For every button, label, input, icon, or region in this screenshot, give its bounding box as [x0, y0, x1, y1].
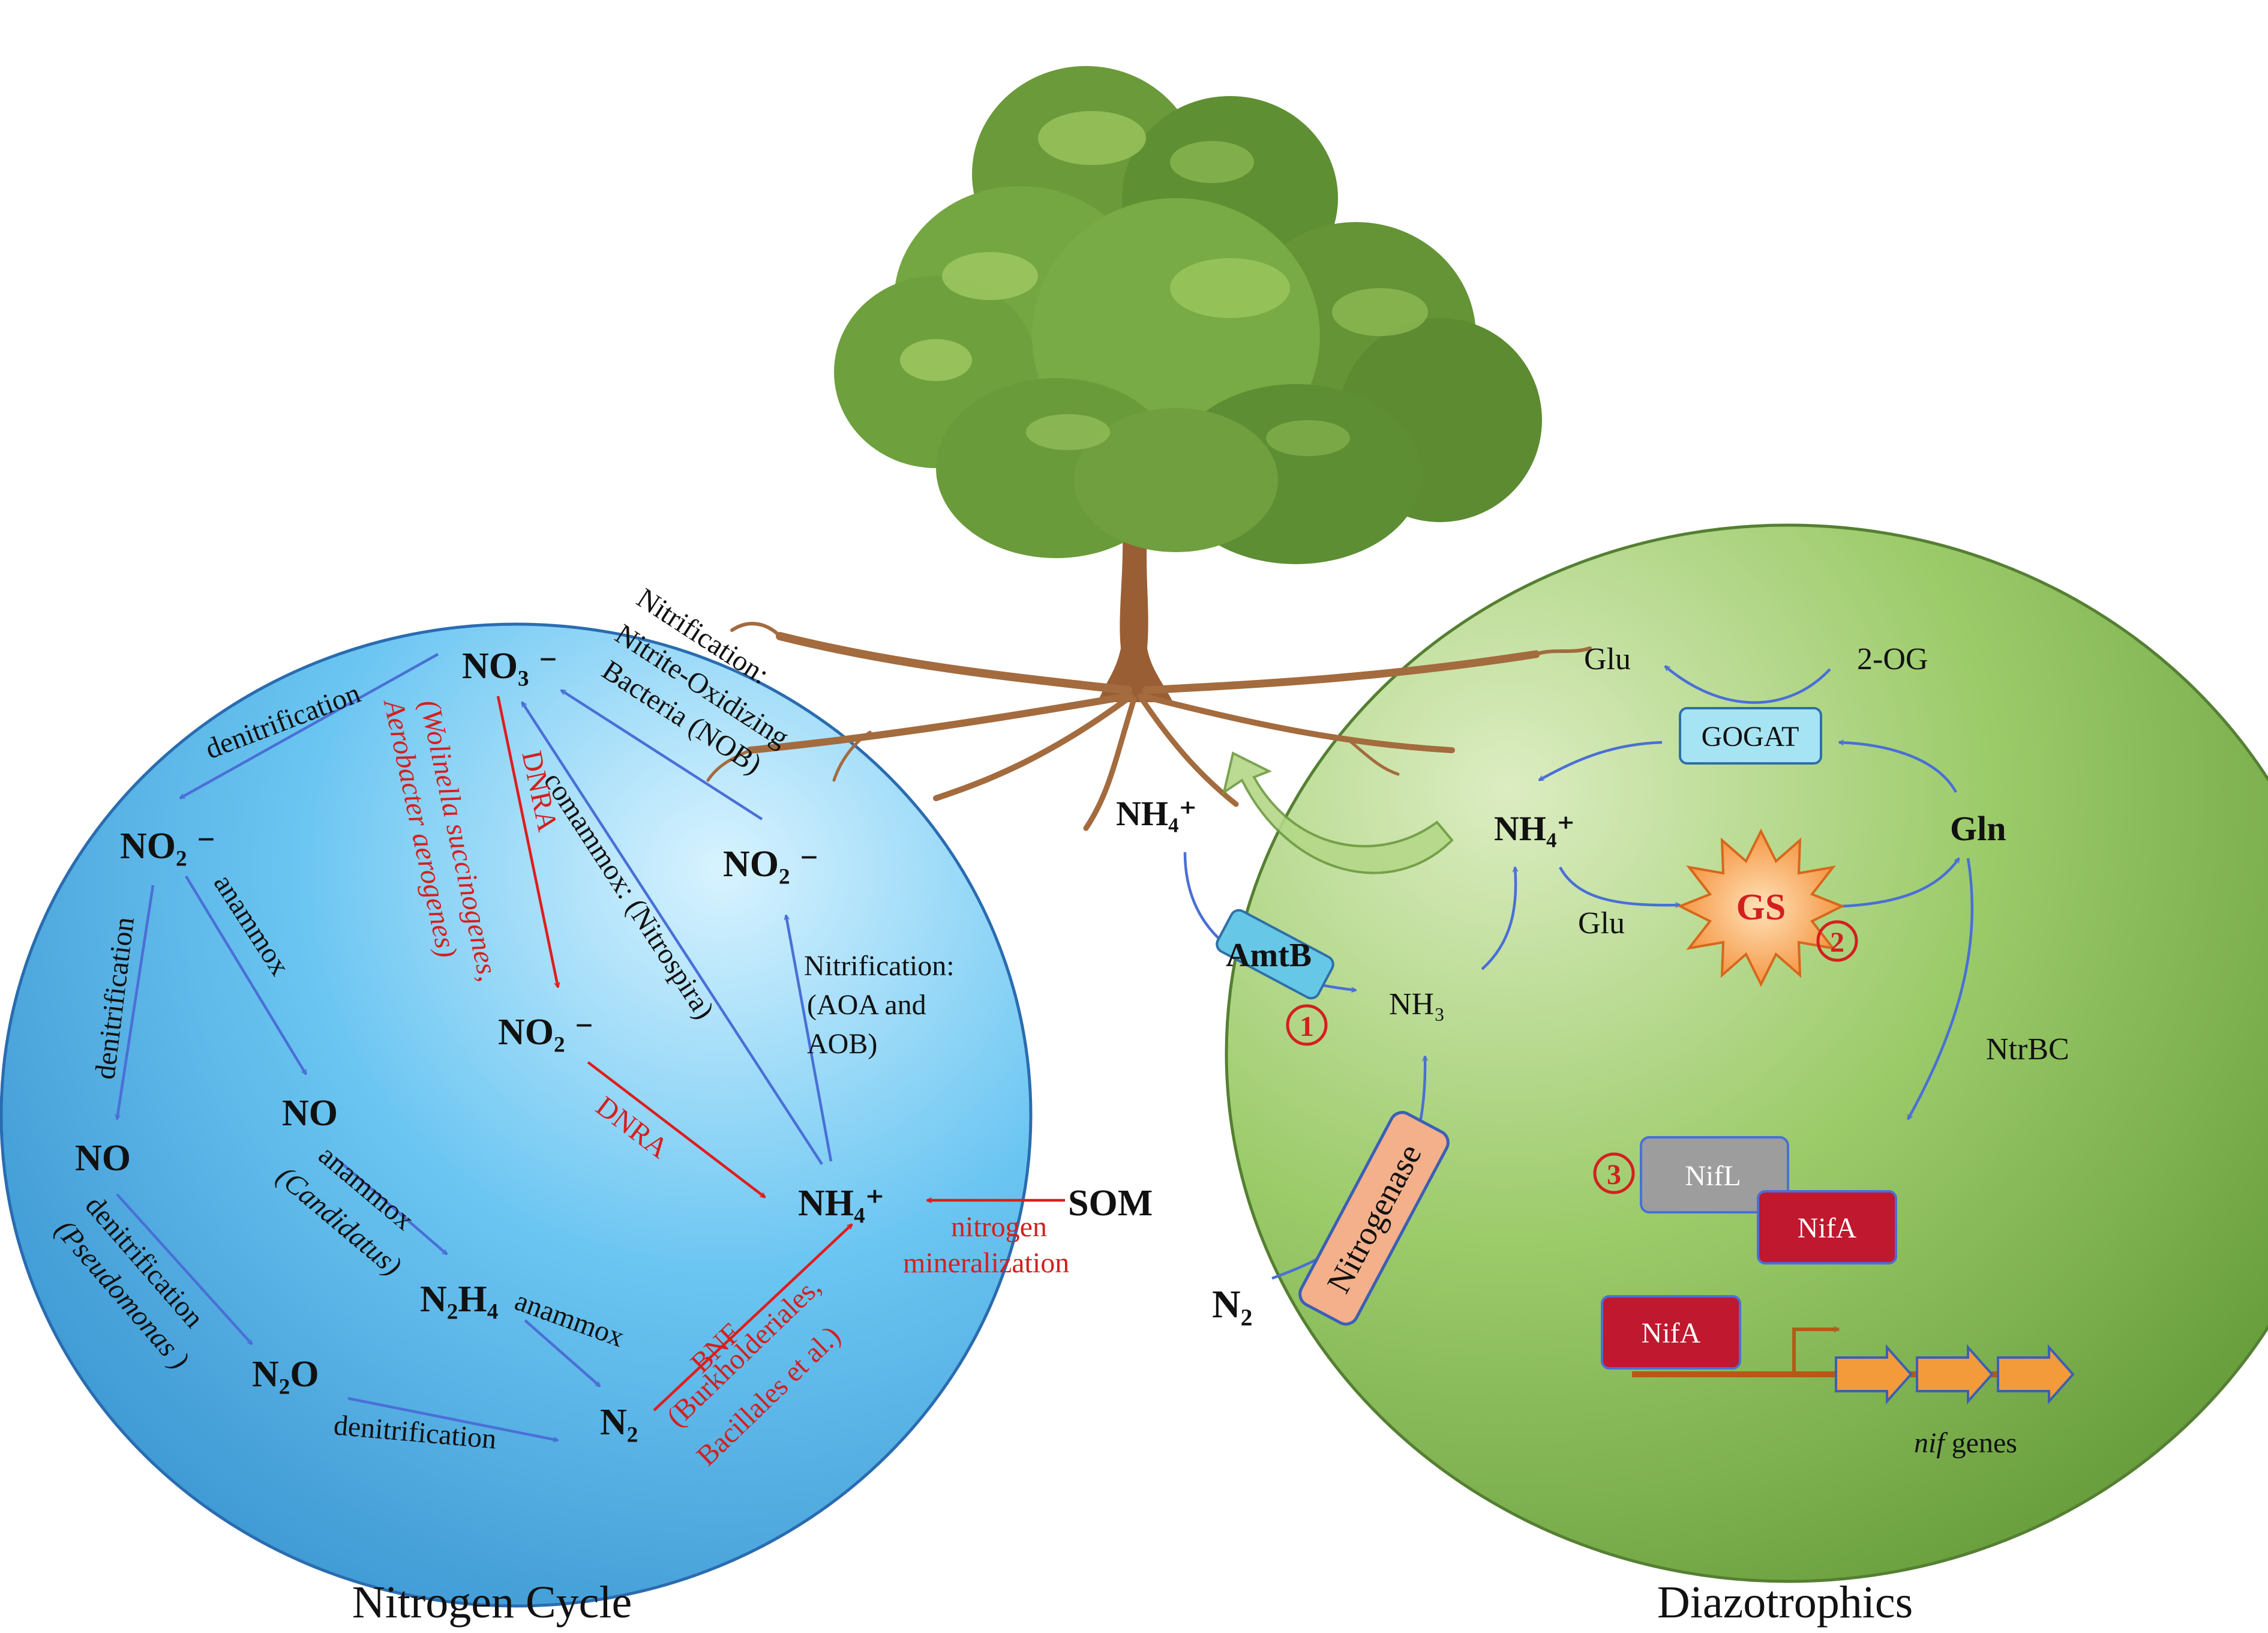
- label-ntrbc: NtrBC: [1986, 1032, 2069, 1066]
- diazotroph-arrows: [1183, 665, 1974, 1280]
- gogat-box: [1679, 707, 1822, 765]
- label-gln: Gln: [1950, 809, 2006, 848]
- arrow-no-to-n2o-denitrification: [116, 1193, 252, 1344]
- gene-arrow-2: [1916, 1344, 1994, 1405]
- label-nif-genes: nif genes: [1914, 1427, 2017, 1459]
- label-nh3: NH₃: [1389, 987, 1445, 1021]
- nif-operon: NifA nif genes: [1601, 1295, 2075, 1459]
- label-nifa-1: NifA: [1798, 1212, 1857, 1244]
- label-n2o: N₂O: [252, 1354, 319, 1395]
- step-number-1: 1: [1300, 1011, 1314, 1042]
- arrow-n2o-to-n2-denitrification: [347, 1397, 558, 1440]
- label-nh4: NH₄⁺: [798, 1183, 884, 1224]
- arrow-gs-to-gln: [1841, 858, 1960, 908]
- arrow-nh4-to-no2-nitrification: [786, 915, 833, 1162]
- step-marker-2: 2: [1816, 920, 1858, 962]
- label-gogat: GOGAT: [1702, 721, 1799, 753]
- arrow-2og-to-glu: [1665, 665, 1831, 704]
- label-n2h4: N₂H₄: [420, 1279, 498, 1320]
- label-nif-italic: nif: [1914, 1427, 1948, 1459]
- label-amtb: AmtB: [1226, 937, 1312, 974]
- step-marker-3: 3: [1593, 1152, 1635, 1194]
- gene-arrow-3: [1997, 1344, 2075, 1405]
- uptake-arrow: [1222, 751, 1454, 874]
- caption-nitrogen-cycle: Nitrogen Cycle: [352, 1577, 632, 1628]
- label-aoa-1: Nitrification:: [804, 950, 955, 982]
- amtb-transporter: AmtB: [1216, 909, 1334, 1000]
- nitrogen-cycle-arrows: [116, 653, 1065, 1440]
- label-no2-center: NO₂ ⁻: [498, 1012, 594, 1053]
- arrow-n2h4-to-n2-anammox: [524, 1319, 600, 1388]
- label-mineralization-1: nitrogen: [951, 1211, 1047, 1243]
- nifa-box-1: [1757, 1190, 1897, 1265]
- arrow-nh4-to-gs: [1559, 866, 1680, 905]
- diazotrophs-circle: [1225, 523, 2268, 1583]
- label-no2-left: NO₂ ⁻: [120, 826, 216, 867]
- arrow-no2-to-no3-nitrification: [561, 689, 763, 820]
- label-nh4-inner: NH₄⁺: [1494, 809, 1575, 848]
- gs-star: [1677, 828, 1845, 987]
- label-gs: GS: [1736, 887, 1786, 928]
- arrow-no-to-n2h4-anammox: [335, 1157, 447, 1256]
- arrow-no2-to-nh4-dnra: [587, 1061, 765, 1198]
- arrow-nh4-to-no3-comammox: [521, 702, 823, 1165]
- arrow-no2-to-no-denitrification: [117, 885, 155, 1119]
- arrow-n2-to-nh4-bnf: [653, 1224, 852, 1412]
- step-marker-1: 1: [1286, 1004, 1328, 1046]
- step-number-3: 3: [1607, 1159, 1621, 1191]
- caption-diazotrophics: Diazotrophics: [1657, 1577, 1913, 1628]
- label-aoa-2: (AOA and: [807, 989, 926, 1021]
- arrow-no3-to-no2-dnra: [496, 696, 558, 987]
- nifa-box-2: [1601, 1295, 1741, 1370]
- label-n2: N₂: [600, 1402, 638, 1443]
- step-number-2: 2: [1830, 927, 1844, 958]
- label-n2-outer: N₂: [1212, 1283, 1252, 1326]
- arrow-gln-to-nif: [1907, 858, 1974, 1119]
- label-mineralization-2: mineralization: [903, 1247, 1069, 1279]
- arrow-no2-to-no-anammox: [185, 875, 307, 1074]
- label-glu-top: Glu: [1584, 642, 1631, 676]
- label-genes: genes: [1945, 1427, 2017, 1459]
- label-nifa-2: NifA: [1642, 1317, 1701, 1349]
- arrow-no3-to-no2-denitrification: [180, 653, 439, 799]
- label-nh4-outer: NH₄⁺: [1116, 794, 1197, 833]
- nitrogen-cycle-circle: [0, 622, 1033, 1608]
- gene-arrow-1: [1835, 1344, 1913, 1405]
- label-glu-mid: Glu: [1578, 906, 1625, 940]
- label-nifl: NifL: [1685, 1160, 1741, 1192]
- diazotroph-labels: NH₄⁺ N₂ NH₃ NH₄⁺ Glu 2-OG Gln Glu NtrBC: [1116, 642, 2069, 1326]
- label-2og: 2-OG: [1857, 642, 1928, 676]
- label-no-mid: NO: [282, 1093, 338, 1134]
- label-no2-right: NO₂ ⁻: [723, 844, 819, 885]
- label-no-left: NO: [75, 1138, 131, 1179]
- arrow-gln-to-gogat: [1839, 742, 1957, 793]
- label-som: SOM: [1068, 1183, 1153, 1224]
- nifl-box: [1640, 1136, 1789, 1213]
- arrow-gogat-to-nh4: [1539, 741, 1663, 781]
- label-no3: NO₃ ⁻: [462, 646, 558, 687]
- arrow-nh3-to-nh4: [1481, 867, 1516, 970]
- label-aoa-3: AOB): [807, 1028, 877, 1060]
- tree-illustration: [706, 66, 1592, 831]
- promoter-arrow: [1792, 1329, 1839, 1374]
